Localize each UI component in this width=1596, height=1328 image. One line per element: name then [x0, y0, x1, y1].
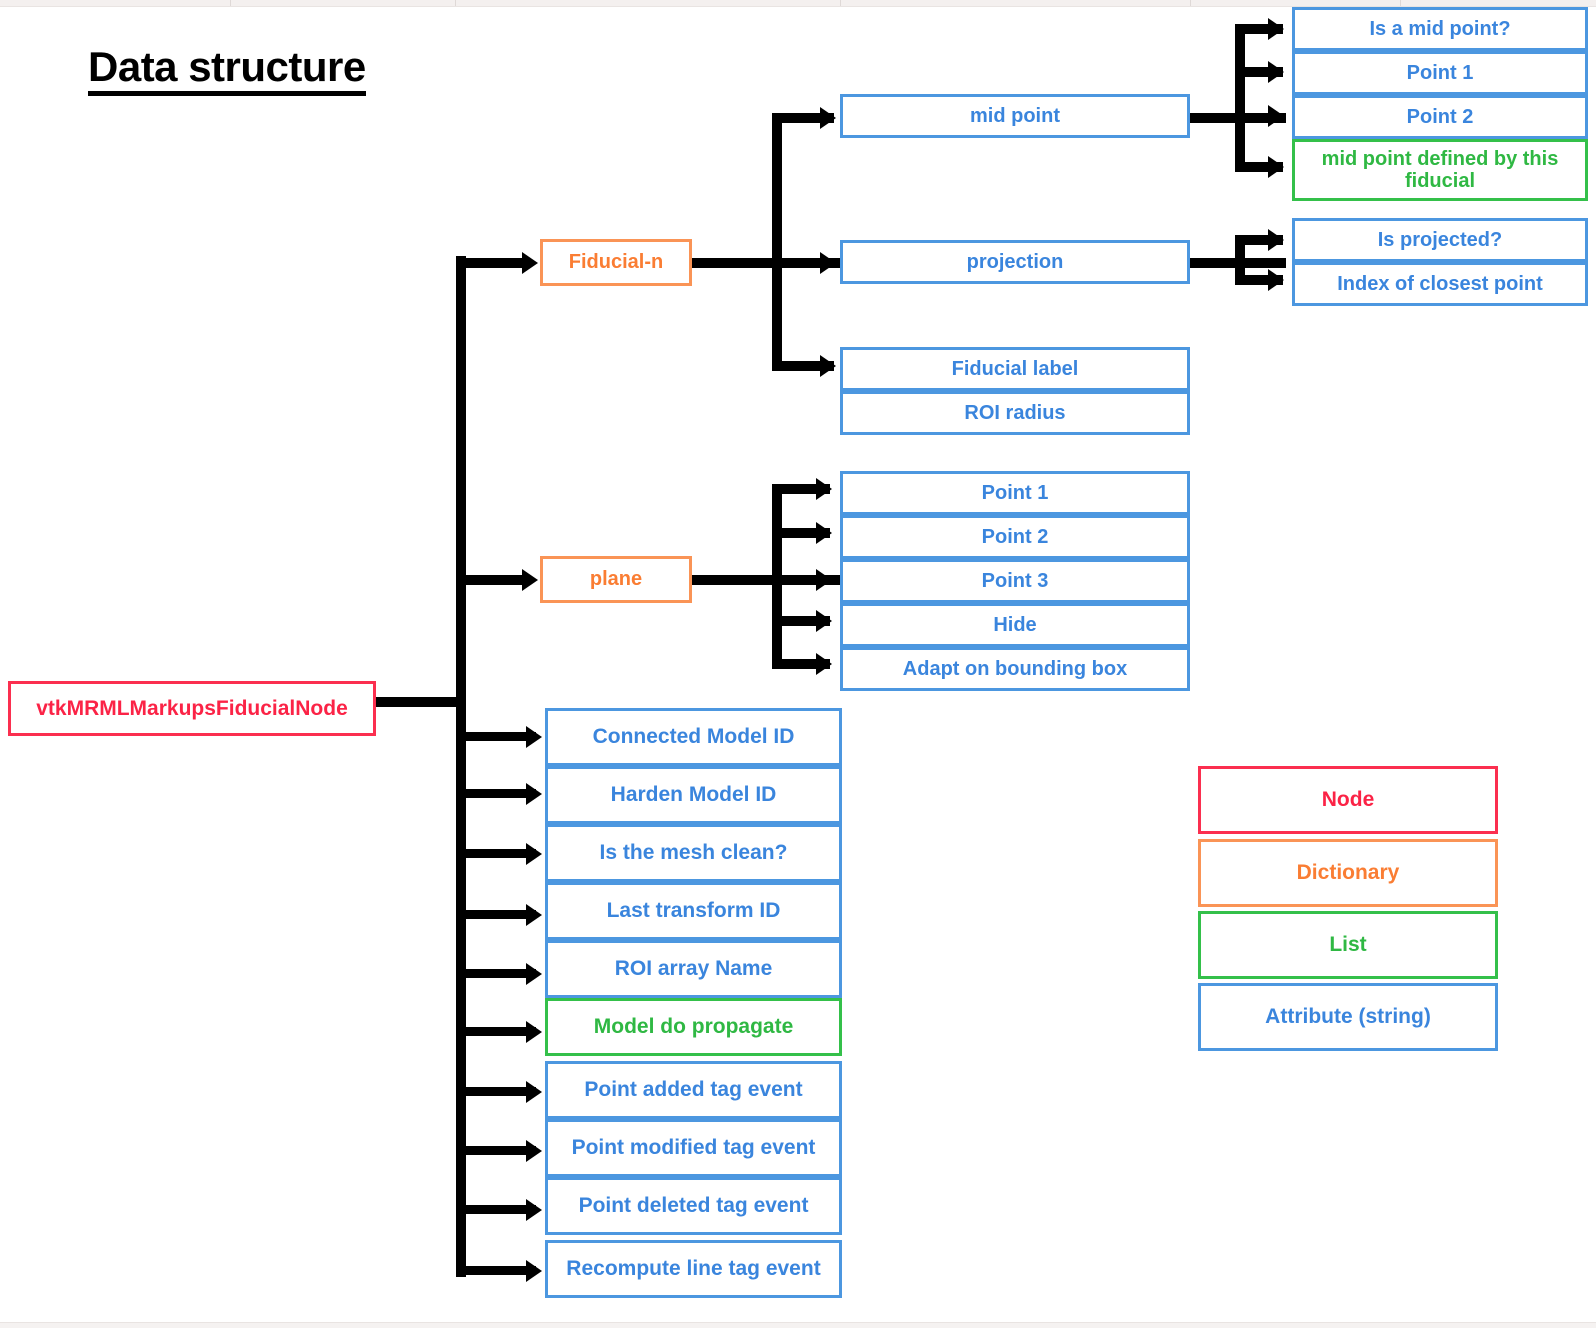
attribute-box-plane-hide[interactable]: Hide — [840, 603, 1190, 647]
arrowhead-plane-hide — [816, 610, 832, 632]
connector-to-attr-5 — [456, 1027, 536, 1036]
arrowhead-attr-7 — [526, 1140, 542, 1162]
strip-divider — [1190, 0, 1191, 6]
attribute-box-recompute-line-tag-event[interactable]: Recompute line tag event — [545, 1240, 842, 1298]
strip-divider — [840, 0, 841, 6]
arrowhead-is-projected — [1268, 229, 1284, 251]
connector-root-horizontal — [375, 697, 465, 707]
arrowhead-plane-point-2 — [816, 522, 832, 544]
connector-to-fiducial-label — [772, 361, 834, 371]
arrowhead-attr-6 — [526, 1081, 542, 1103]
arrowhead-plane-adapt — [816, 653, 832, 675]
page-title: Data structure — [88, 44, 366, 97]
connector-to-attr-0 — [456, 732, 536, 741]
arrowhead-projection — [820, 252, 836, 274]
connector-to-attr-8 — [456, 1205, 536, 1214]
arrowhead-fiducial-n — [522, 252, 538, 274]
arrowhead-attr-2 — [526, 843, 542, 865]
arrowhead-mid-point — [820, 107, 836, 129]
connector-to-plane-hide — [772, 616, 830, 626]
connector-plane-bus-v — [772, 484, 782, 669]
strip-divider — [230, 0, 231, 6]
connector-to-index-closest — [1235, 275, 1283, 285]
arrowhead-index-closest — [1268, 269, 1284, 291]
attribute-box-plane-point-1[interactable]: Point 1 — [840, 471, 1190, 515]
connector-to-is-projected — [1235, 235, 1283, 245]
connector-fiducial-bus-v — [772, 113, 782, 371]
attribute-box-point-added-tag-event[interactable]: Point added tag event — [545, 1061, 842, 1119]
arrowhead-plane-point-1 — [816, 478, 832, 500]
connector-to-plane-point-1 — [772, 484, 830, 494]
attribute-box-roi-array-name[interactable]: ROI array Name — [545, 940, 842, 998]
legend-item-list: List — [1198, 911, 1498, 979]
arrowhead-attr-1 — [526, 783, 542, 805]
connector-to-is-mid-point — [1235, 24, 1283, 34]
connector-to-plane-adapt — [772, 659, 830, 669]
attribute-box-is-the-mesh-clean[interactable]: Is the mesh clean? — [545, 824, 842, 882]
attribute-box-midpoint-point-1[interactable]: Point 1 — [1292, 51, 1588, 95]
attribute-box-last-transform-id[interactable]: Last transform ID — [545, 882, 842, 940]
arrowhead-attr-8 — [526, 1199, 542, 1221]
connector-to-midpoint-defined — [1235, 162, 1283, 172]
dictionary-box-plane[interactable]: plane — [540, 556, 692, 603]
dictionary-box-fiducial-n[interactable]: Fiducial-n — [540, 239, 692, 286]
connector-to-attr-6 — [456, 1087, 536, 1096]
legend-item-dictionary: Dictionary — [1198, 839, 1498, 907]
attribute-box-mid-point[interactable]: mid point — [840, 94, 1190, 138]
strip-divider — [1400, 0, 1401, 6]
connector-to-attr-4 — [456, 969, 536, 978]
arrowhead-plane-point-3 — [816, 569, 832, 591]
arrowhead-attr-9 — [526, 1260, 542, 1282]
attribute-box-connected-model-id[interactable]: Connected Model ID — [545, 708, 842, 766]
connector-fiducial-bus-h — [692, 258, 842, 268]
connector-to-fiducial-n — [456, 258, 528, 268]
attribute-box-point-modified-tag-event[interactable]: Point modified tag event — [545, 1119, 842, 1177]
arrowhead-attr-5 — [526, 1021, 542, 1043]
attribute-box-plane-adapt-on-bounding-box[interactable]: Adapt on bounding box — [840, 647, 1190, 691]
connector-midpoint-bus-v — [1235, 24, 1245, 172]
connector-to-plane — [456, 575, 528, 585]
attribute-box-projection[interactable]: projection — [840, 240, 1190, 284]
connector-to-plane-point-2 — [772, 528, 830, 538]
arrowhead-attr-4 — [526, 963, 542, 985]
strip-divider — [455, 0, 456, 6]
arrowhead-attr-0 — [526, 726, 542, 748]
attribute-box-harden-model-id[interactable]: Harden Model ID — [545, 766, 842, 824]
attribute-box-plane-point-3[interactable]: Point 3 — [840, 559, 1190, 603]
attribute-box-plane-point-2[interactable]: Point 2 — [840, 515, 1190, 559]
attribute-box-index-of-closest-point[interactable]: Index of closest point — [1292, 262, 1588, 306]
list-box-mid-point-defined-by-this-fiducial[interactable]: mid point defined by this fiducial — [1292, 139, 1588, 201]
connector-trunk-lower — [456, 697, 466, 1277]
arrowhead-point-1 — [1268, 61, 1284, 83]
legend-item-node: Node — [1198, 766, 1498, 834]
attribute-box-fiducial-label[interactable]: Fiducial label — [840, 347, 1190, 391]
root-node-box[interactable]: vtkMRMLMarkupsFiducialNode — [8, 681, 376, 736]
connector-to-attr-9 — [456, 1266, 536, 1275]
attribute-box-midpoint-point-2[interactable]: Point 2 — [1292, 95, 1588, 139]
connector-trunk-upper — [456, 256, 466, 707]
connector-to-attr-7 — [456, 1146, 536, 1155]
attribute-box-is-projected[interactable]: Is projected? — [1292, 218, 1588, 262]
arrowhead-fiducial-label — [820, 355, 836, 377]
list-box-model-do-propagate[interactable]: Model do propagate — [545, 998, 842, 1056]
legend-item-attribute: Attribute (string) — [1198, 983, 1498, 1051]
arrowhead-point-2 — [1268, 105, 1284, 127]
arrowhead-is-mid-point — [1268, 18, 1284, 40]
arrowhead-plane — [522, 569, 538, 591]
connector-projection-bus-v — [1235, 235, 1245, 285]
attribute-box-is-a-mid-point[interactable]: Is a mid point? — [1292, 7, 1588, 51]
connector-to-point-1 — [1235, 67, 1283, 77]
arrowhead-midpoint-defined — [1268, 156, 1284, 178]
connector-to-mid-point — [772, 113, 834, 123]
connector-to-attr-2 — [456, 849, 536, 858]
attribute-box-point-deleted-tag-event[interactable]: Point deleted tag event — [545, 1177, 842, 1235]
arrowhead-attr-3 — [526, 904, 542, 926]
attribute-box-roi-radius[interactable]: ROI radius — [840, 391, 1190, 435]
connector-plane-bus-h — [692, 575, 842, 585]
document-top-strip — [0, 0, 1596, 7]
connector-to-attr-1 — [456, 789, 536, 798]
connector-to-attr-3 — [456, 910, 536, 919]
document-bottom-strip — [0, 1322, 1596, 1328]
